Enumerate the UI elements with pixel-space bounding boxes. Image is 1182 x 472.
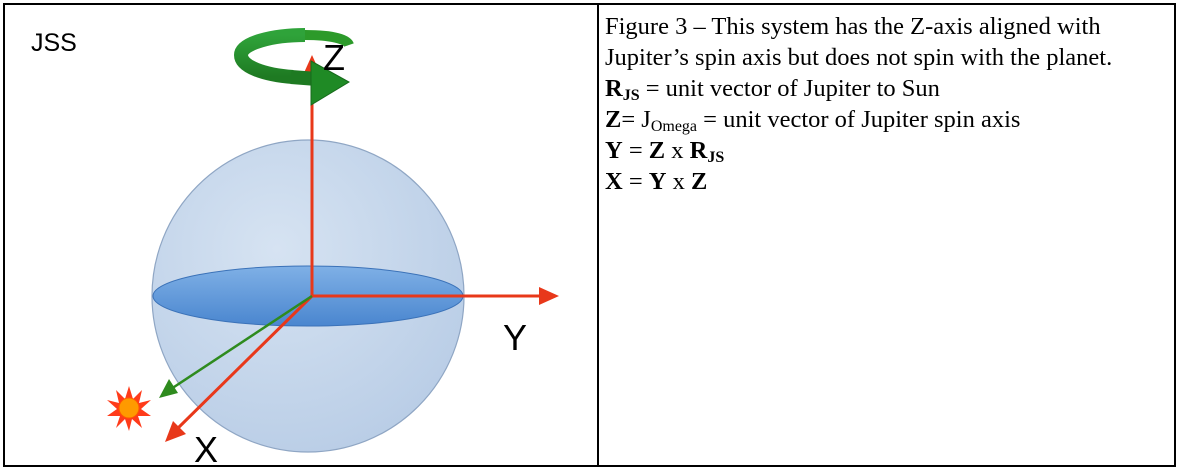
z-symbol: Z	[605, 106, 622, 133]
caption-intro: Figure 3 – This system has the Z-axis al…	[605, 13, 1113, 71]
sun-vector-line	[170, 294, 313, 391]
x-formula-y: Y	[648, 168, 667, 195]
sun-icon	[107, 386, 151, 431]
sun-vector-arrowhead	[159, 379, 178, 398]
x-formula-cross: x	[666, 168, 691, 195]
y-symbol: Y	[605, 137, 623, 164]
rjs-symbol: R	[605, 75, 623, 102]
z-axis-label: Z	[323, 37, 345, 78]
y-equals: =	[622, 137, 649, 164]
coordinate-diagram	[107, 28, 559, 453]
y-formula-r: R	[689, 137, 708, 164]
x-equals: =	[622, 168, 649, 195]
rjs-subscript: JS	[622, 87, 640, 104]
caption-pane: Figure 3 – This system has the Z-axis al…	[605, 11, 1165, 461]
diagram-pane: JSS Z Y X	[5, 5, 597, 470]
z-definition-text: = unit vector of Jupiter spin axis	[697, 106, 1021, 133]
column-divider	[597, 5, 599, 465]
omega-subscript: Omega	[650, 118, 698, 135]
y-axis-label: Y	[503, 317, 528, 358]
figure-frame: JSS Z Y X Figure 3 – This system has the…	[3, 3, 1176, 470]
caption-x-formula: X = Y x Z	[605, 166, 1165, 197]
caption-rjs-definition: RJS = unit vector of Jupiter to Sun	[605, 73, 1165, 104]
x-formula-z: Z	[690, 168, 708, 195]
y-axis-arrowhead	[539, 287, 559, 305]
x-axis-label: X	[194, 429, 219, 470]
caption-y-formula: Y = Z x RJS	[605, 135, 1165, 166]
rotation-arrow-icon	[233, 28, 354, 106]
x-symbol: X	[605, 168, 623, 195]
x-axis-line	[173, 294, 314, 433]
caption-z-definition: Z= JOmega = unit vector of Jupiter spin …	[605, 104, 1165, 135]
y-formula-cross: x	[665, 137, 690, 164]
y-formula-z: Z	[648, 137, 666, 164]
system-label: JSS	[31, 29, 77, 57]
y-formula-r-subscript: JS	[707, 149, 725, 166]
z-equals-j: = J	[621, 106, 651, 133]
x-axis-arrowhead	[165, 421, 186, 442]
rjs-definition-text: = unit vector of Jupiter to Sun	[639, 75, 940, 102]
